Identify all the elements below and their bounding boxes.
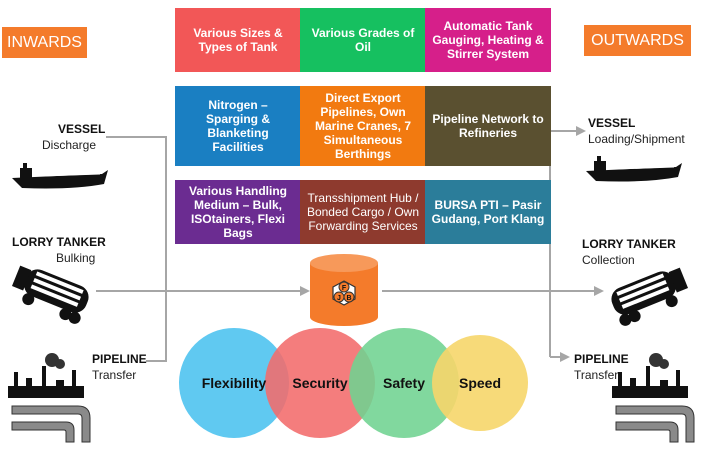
values-circles [179,328,528,438]
logo-letter-b: B [346,295,351,302]
circle-safety [349,328,459,438]
label-speed: Speed [458,375,501,391]
label-security: Security [292,375,348,391]
box-pipeline-network: Pipeline Network to Refineries [425,86,551,166]
label-safety: Safety [382,375,426,391]
circle-security [265,328,375,438]
inward-pipeline-title: PIPELINE [92,352,147,366]
logo-letter-f: F [342,285,347,292]
box-handling-medium: Various Handling Medium – Bulk, ISOtaine… [175,180,301,244]
inward-lorry-sub: Bulking [56,251,96,265]
inward-pipeline-sub: Transfer [92,368,137,382]
outward-vessel-sub: Loading/Shipment [588,132,685,146]
outward-pipeline-sub: Transfer [574,368,619,382]
outward-lorry-sub: Collection [582,253,635,267]
box-bursa-pti: BURSA PTI – Pasir Gudang, Port Klang [425,180,551,244]
outward-pipeline-title: PIPELINE [574,352,629,366]
inward-lorry-title: LORRY TANKER [12,235,106,249]
arrow-to-lorry [594,286,604,296]
outward-ship-icon [586,156,682,182]
outwards-header: OUTWARDS [584,25,691,56]
arrow-to-tank [300,286,310,296]
inward-vessel-sub: Discharge [42,138,97,152]
box-direct-export: Direct Export Pipelines, Own Marine Cran… [300,86,426,166]
inward-pipeline-connector [146,291,167,362]
label-flexibility: Flexibility [201,375,267,391]
arrow-to-pipeline [560,352,570,362]
inwards-header: INWARDS [2,27,87,58]
arrow-to-vessel [576,126,586,136]
outward-tanker-icon [611,267,689,326]
circle-speed [432,335,528,431]
inward-tanker-icon [11,265,89,324]
inward-pipeline-icon [8,353,91,443]
box-sizes-tank: Various Sizes & Types of Tank [175,8,301,72]
circle-flexibility [179,328,289,438]
box-nitrogen: Nitrogen – Sparging & Blanketing Facilit… [175,86,301,166]
outward-vessel-title: VESSEL [588,116,636,130]
outward-vessel-connector [549,130,578,291]
logo-letter-j: J [337,295,341,302]
outward-lorry-title: LORRY TANKER [582,237,676,251]
inward-vessel-title: VESSEL [58,122,106,136]
inward-vessel-connector [106,136,167,291]
storage-tank-icon: F J B [310,254,378,326]
box-transshipment: Transshipment Hub / Bonded Cargo / Own F… [300,180,426,244]
box-grades-oil: Various Grades of Oil [300,8,426,72]
outward-pipeline-icon [612,353,695,443]
inward-ship-icon [12,163,108,189]
box-tank-gauging: Automatic Tank Gauging, Heating & Stirre… [425,8,551,72]
